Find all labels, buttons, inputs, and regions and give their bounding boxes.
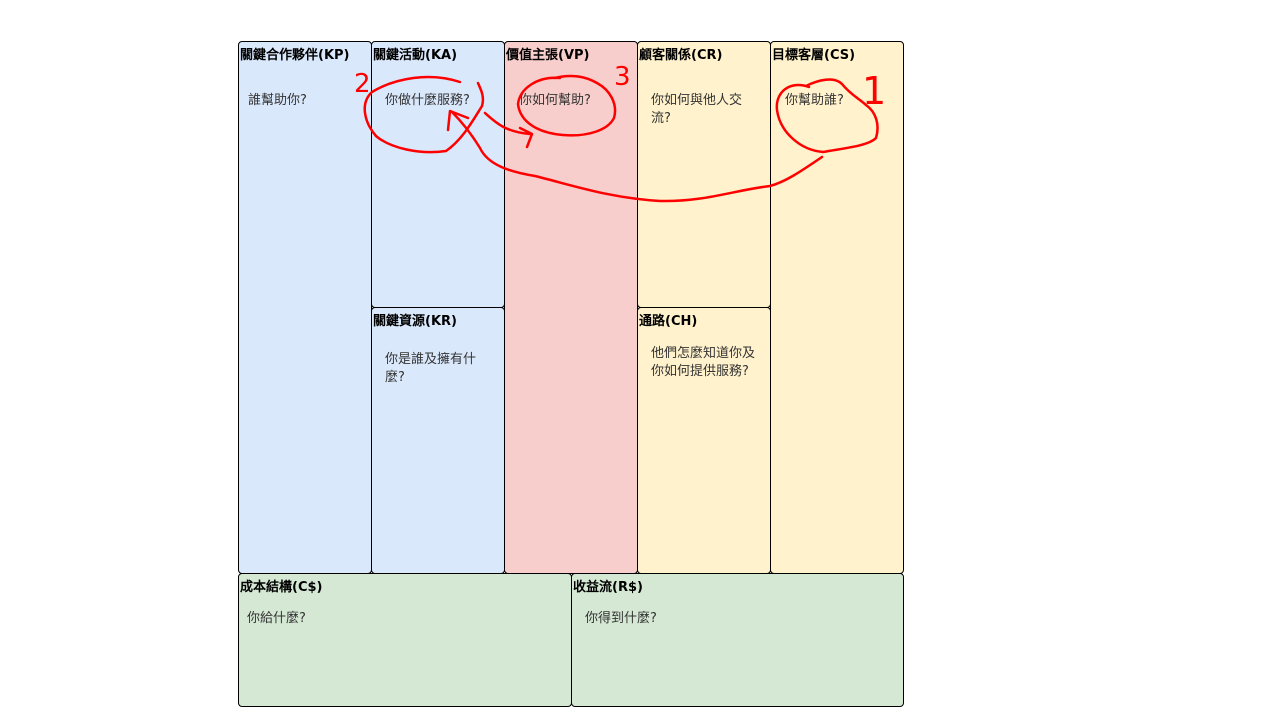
customer-segments-block: 目標客層(CS) 你幫助誰? bbox=[770, 41, 904, 574]
cost-structure-block: 成本結構(C$) 你給什麼? bbox=[238, 573, 572, 707]
key-resources-block: 關鍵資源(KR) 你是誰及擁有什麼? bbox=[371, 307, 505, 574]
block-title: 目標客層(CS) bbox=[772, 48, 856, 63]
block-title: 關鍵合作夥伴(KP) bbox=[240, 48, 350, 63]
key-activities-block: 關鍵活動(KA) 你做什麼服務? bbox=[371, 41, 505, 308]
block-title: 關鍵活動(KA) bbox=[373, 48, 458, 63]
block-prompt: 誰幫助你? bbox=[248, 93, 307, 108]
customer-relationships-block: 顧客關係(CR) 你如何與他人交流? bbox=[637, 41, 771, 308]
block-prompt: 他們怎麼知道你及你如何提供服務? bbox=[651, 346, 756, 379]
block-title: 成本結構(C$) bbox=[240, 580, 323, 595]
value-proposition-block: 價值主張(VP) 你如何幫助? bbox=[504, 41, 638, 574]
block-prompt: 你如何幫助? bbox=[519, 93, 591, 108]
block-prompt: 你得到什麼? bbox=[585, 611, 657, 626]
block-prompt: 你幫助誰? bbox=[785, 93, 844, 108]
block-prompt: 你給什麼? bbox=[247, 611, 306, 626]
block-prompt: 你如何與他人交流? bbox=[651, 93, 743, 126]
channels-block: 通路(CH) 他們怎麼知道你及你如何提供服務? bbox=[637, 307, 771, 574]
block-title: 通路(CH) bbox=[639, 314, 698, 329]
key-partners-block: 關鍵合作夥伴(KP) 誰幫助你? bbox=[238, 41, 372, 574]
block-title: 關鍵資源(KR) bbox=[373, 314, 457, 329]
block-prompt: 你做什麼服務? bbox=[385, 93, 470, 108]
block-title: 收益流(R$) bbox=[573, 580, 643, 595]
block-prompt: 你是誰及擁有什麼? bbox=[385, 352, 477, 385]
block-title: 顧客關係(CR) bbox=[639, 48, 723, 63]
revenue-streams-block: 收益流(R$) 你得到什麼? bbox=[571, 573, 904, 707]
block-title: 價值主張(VP) bbox=[506, 48, 590, 63]
